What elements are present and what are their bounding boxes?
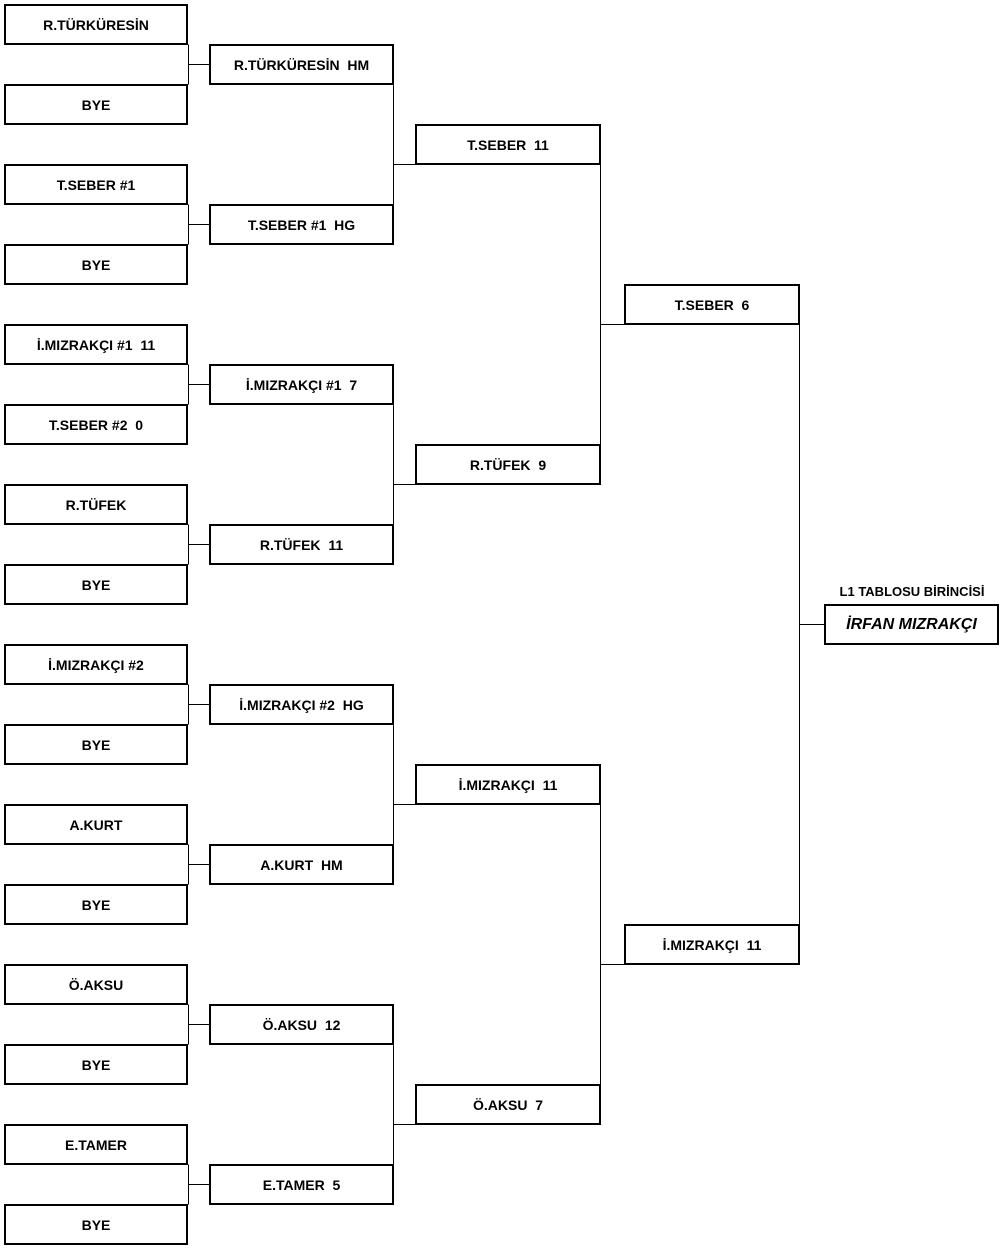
round1-slot-6: T.SEBER #2 0: [4, 404, 188, 445]
round1-slot-15: E.TAMER: [4, 1124, 188, 1165]
round2-slot-5: İ.MIZRAKÇI #2 HG: [209, 684, 394, 725]
round1-slot-11: A.KURT: [4, 804, 188, 845]
round3-slot-1: T.SEBER 11: [415, 124, 601, 165]
round1-slot-4: BYE: [4, 244, 188, 285]
round1-slot-14: BYE: [4, 1044, 188, 1085]
round1-slot-7: R.TÜFEK: [4, 484, 188, 525]
round1-slot-1: R.TÜRKÜRESİN: [4, 4, 188, 45]
round2-slot-4: R.TÜFEK 11: [209, 524, 394, 565]
round2-slot-2: T.SEBER #1 HG: [209, 204, 394, 245]
round3-slot-3: İ.MIZRAKÇI 11: [415, 764, 601, 805]
round4-slot-1: T.SEBER 6: [624, 284, 800, 325]
round3-slot-2: R.TÜFEK 9: [415, 444, 601, 485]
round2-slot-6: A.KURT HM: [209, 844, 394, 885]
round1-slot-2: BYE: [4, 84, 188, 125]
round1-slot-9: İ.MIZRAKÇI #2: [4, 644, 188, 685]
round1-slot-10: BYE: [4, 724, 188, 765]
champion-box: İRFAN MIZRAKÇI: [824, 604, 999, 645]
round4-slot-2: İ.MIZRAKÇI 11: [624, 924, 800, 965]
round1-slot-8: BYE: [4, 564, 188, 605]
round1-slot-16: BYE: [4, 1204, 188, 1245]
round2-slot-7: Ö.AKSU 12: [209, 1004, 394, 1045]
round2-slot-3: İ.MIZRAKÇI #1 7: [209, 364, 394, 405]
round2-slot-1: R.TÜRKÜRESİN HM: [209, 44, 394, 85]
round2-slot-8: E.TAMER 5: [209, 1164, 394, 1205]
round1-slot-5: İ.MIZRAKÇI #1 11: [4, 324, 188, 365]
champion-label: L1 TABLOSU BİRİNCİSİ: [839, 584, 985, 599]
round1-slot-13: Ö.AKSU: [4, 964, 188, 1005]
round1-slot-12: BYE: [4, 884, 188, 925]
round1-slot-3: T.SEBER #1: [4, 164, 188, 205]
round3-slot-4: Ö.AKSU 7: [415, 1084, 601, 1125]
